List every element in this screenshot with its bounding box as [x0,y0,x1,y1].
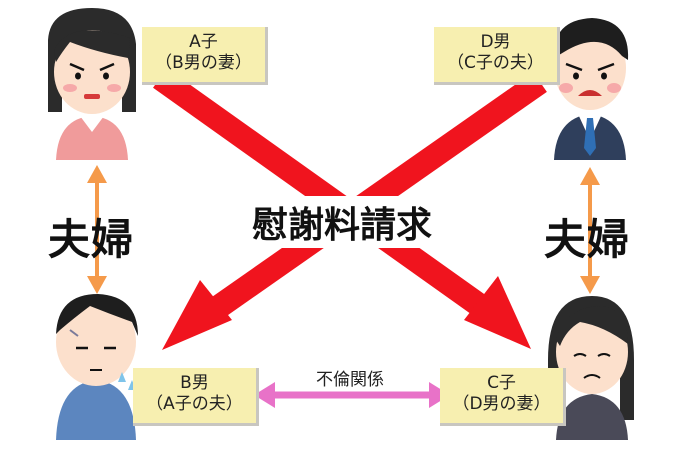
person-b-name: B男 [180,373,209,393]
person-a-relation: （B男の妻） [155,53,252,73]
person-a-label: A子 （B男の妻） [142,27,268,85]
couple-arrow-right [580,167,600,294]
person-c-label: C子 （D男の妻） [440,368,566,426]
person-d-illustration [553,18,629,160]
person-c-name: C子 [487,373,516,393]
couple-label-left: 夫婦 [48,215,135,264]
person-d-relation: （C子の夫） [447,53,544,73]
person-d-name: D男 [480,32,511,52]
person-c-relation: （D男の妻） [452,394,551,414]
person-c-illustration [548,296,634,440]
affair-label: 不倫関係 [316,370,384,390]
person-a-illustration [48,8,136,160]
person-b-illustration [56,294,138,440]
person-b-label: B男 （A子の夫） [133,368,259,426]
couple-arrow-left [87,165,107,294]
affair-arrow [254,382,450,408]
couple-label-right: 夫婦 [544,215,631,264]
person-b-relation: （A子の夫） [146,394,243,414]
compensation-claim-label: 慰謝料請求 [246,196,439,248]
person-d-label: D男 （C子の夫） [434,27,560,85]
person-a-name: A子 [189,32,218,52]
